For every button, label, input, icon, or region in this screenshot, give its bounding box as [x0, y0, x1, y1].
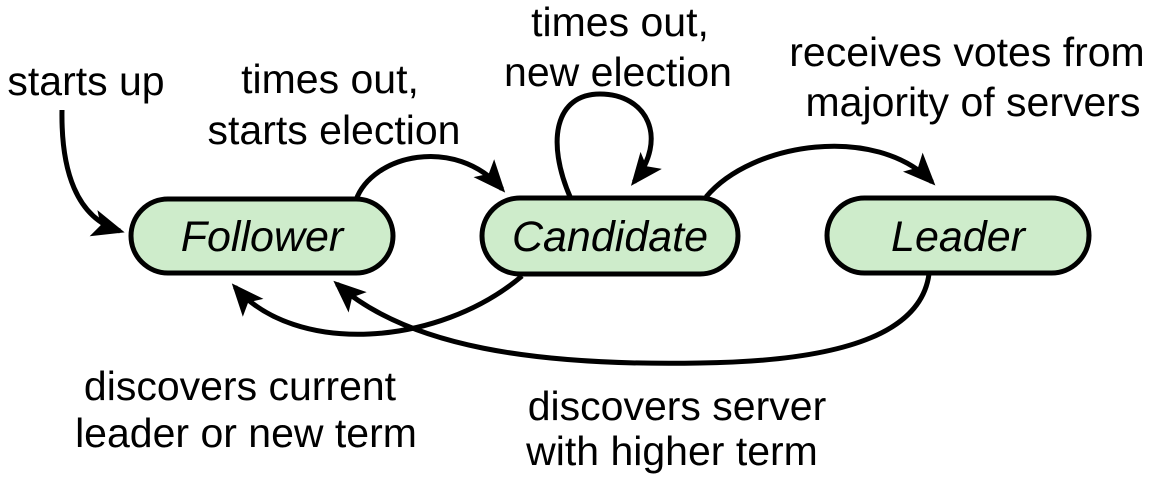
state-leader: Leader — [824, 195, 1092, 276]
label-times-out-starts-election-line2: starts election — [208, 107, 461, 153]
label-times-out-starts-election: times out, starts election — [208, 56, 461, 153]
label-discovers-server-higher-term-line1: discovers server — [528, 383, 826, 429]
state-follower-label: Follower — [181, 213, 345, 261]
label-starts-up: starts up — [7, 58, 164, 104]
label-times-out-new-election: times out, new election — [504, 0, 732, 95]
label-receives-votes: receives votes from majority of servers — [789, 29, 1144, 125]
state-candidate: Candidate — [479, 195, 741, 277]
arrow-candidate-self-loop — [554, 91, 662, 201]
arrow-starts-up — [59, 109, 125, 237]
label-receives-votes-line2: majority of servers — [806, 79, 1141, 125]
state-follower-shape — [128, 196, 396, 276]
label-discovers-current-leader-line2: leader or new term — [75, 410, 417, 456]
label-times-out-starts-election-line1: times out, — [241, 56, 419, 102]
label-discovers-server-higher-term-line2: with higher term — [525, 428, 818, 474]
state-candidate-label: Candidate — [512, 213, 708, 261]
state-leader-label: Leader — [891, 213, 1027, 261]
label-receives-votes-line1: receives votes from — [789, 29, 1144, 75]
label-times-out-new-election-line1: times out, — [531, 0, 709, 45]
label-discovers-current-leader-line1: discovers current — [84, 363, 397, 409]
arrow-leader-to-follower — [333, 273, 932, 366]
arrow-follower-to-candidate — [353, 154, 506, 201]
arrow-candidate-to-leader — [704, 143, 936, 199]
label-times-out-new-election-line2: new election — [504, 49, 732, 95]
state-leader-shape — [824, 195, 1092, 276]
state-follower: Follower — [128, 196, 396, 276]
state-candidate-shape — [479, 195, 741, 277]
label-discovers-current-leader: discovers current leader or new term — [75, 363, 417, 456]
arrow-candidate-to-follower — [231, 274, 524, 337]
label-discovers-server-higher-term: discovers server with higher term — [525, 383, 826, 474]
